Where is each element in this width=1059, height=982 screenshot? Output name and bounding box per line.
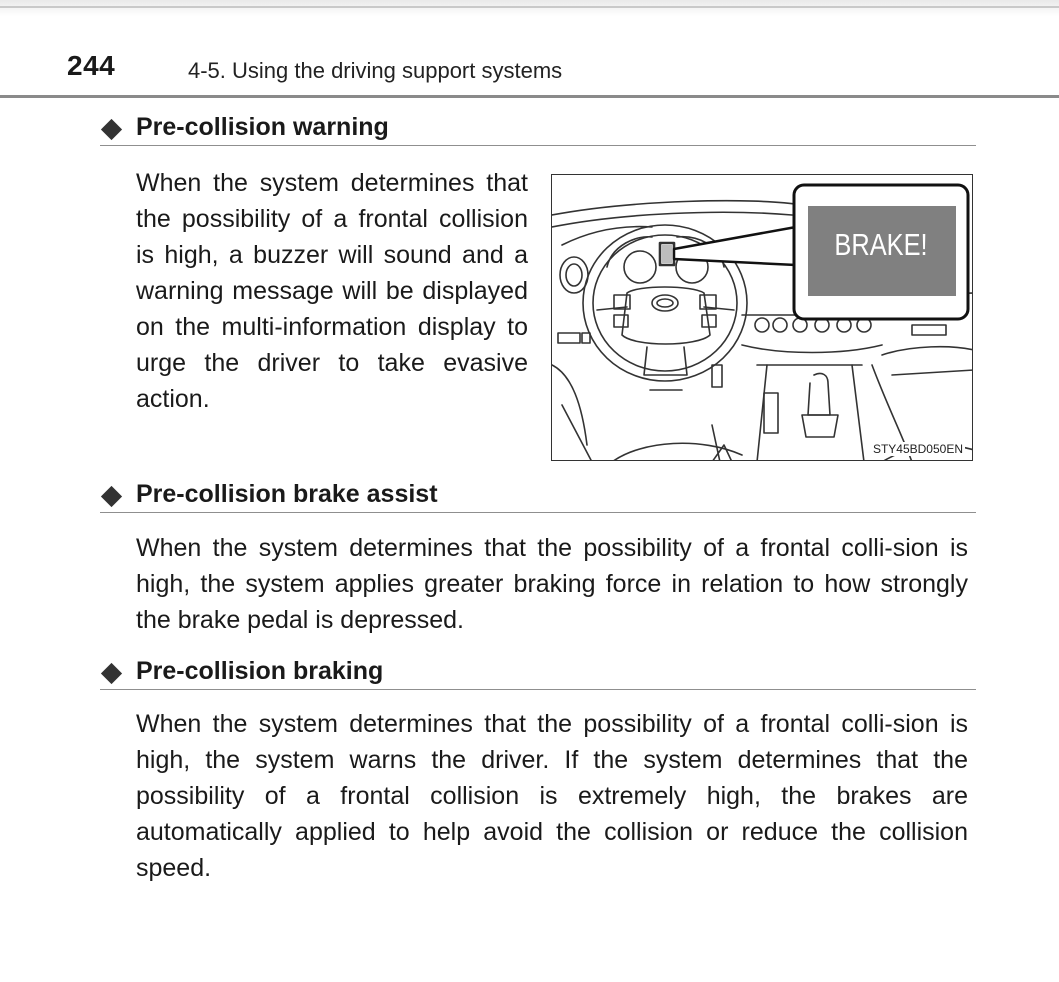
- dashboard-line-drawing: [552, 183, 972, 460]
- page-top-shadow: [0, 0, 1059, 16]
- page-number: 244: [67, 50, 116, 81]
- dashboard-illustration: BRAKE! STY45BD050EN: [551, 174, 973, 461]
- section-body-pre-collision-braking: When the system determines that the poss…: [136, 710, 968, 882]
- figure-caption: STY45BD050EN: [870, 442, 965, 456]
- diamond-icon: [100, 485, 123, 508]
- brake-warning-message: BRAKE!: [834, 227, 928, 262]
- header-rule: [0, 95, 1059, 98]
- page-top-edge: [0, 6, 1059, 8]
- diamond-icon: [100, 662, 123, 685]
- section-heading-pre-collision-braking: Pre-collision braking: [100, 655, 976, 690]
- section-heading-pre-collision-brake-assist: Pre-collision brake assist: [100, 478, 976, 513]
- heading-text: Pre-collision warning: [136, 113, 389, 141]
- section-body-pre-collision-warning: When the system determines that the poss…: [136, 169, 528, 413]
- heading-text: Pre-collision braking: [136, 657, 384, 685]
- section-heading-pre-collision-warning: Pre-collision warning: [100, 111, 976, 146]
- diamond-icon: [100, 118, 123, 141]
- chapter-title: 4-5. Using the driving support systems: [188, 58, 563, 83]
- section-body-pre-collision-brake-assist: When the system determines that the poss…: [136, 534, 968, 634]
- heading-text: Pre-collision brake assist: [136, 480, 438, 508]
